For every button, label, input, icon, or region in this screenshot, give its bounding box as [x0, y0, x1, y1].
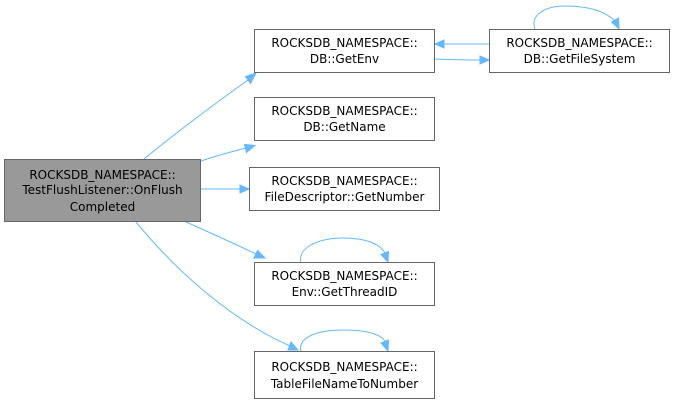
node-testflushlistener-onflushcompleted-label-line1: ROCKSDB_NAMESPACE:: — [29, 168, 175, 182]
node-filedescriptor-getnumber-label-line2: FileDescriptor::GetNumber — [265, 190, 425, 204]
edge-onflush-to-tablefilenametonumber — [135, 221, 291, 347]
edge-onflush-to-getenv — [143, 79, 249, 160]
node-db-getenv-label-line2: DB::GetEnv — [310, 52, 379, 66]
node-db-getenv-box — [254, 29, 435, 73]
edge-onflush-to-getthreadid-arrowhead — [253, 249, 267, 259]
edge-getfilesystem-self-loop-arrowhead — [610, 17, 620, 31]
edge-getthreadid-self-loop-arrowhead — [380, 250, 390, 264]
node-filedescriptor-getnumber-label-line1: ROCKSDB_NAMESPACE:: — [271, 174, 417, 188]
edge-getfilesystem-self-loop — [533, 5, 616, 30]
edge-onflush-to-getnumber-arrowhead — [239, 184, 251, 194]
node-tablefilenametonumber[interactable]: ROCKSDB_NAMESPACE:: TableFileNameToNumbe… — [254, 351, 435, 399]
edge-getenv-to-getfilesystem — [434, 58, 482, 61]
node-testflushlistener-onflushcompleted-box — [4, 159, 201, 222]
node-db-getfilesystem-box — [489, 29, 670, 73]
edge-onflush-to-tablefilenametonumber-arrowhead — [287, 341, 300, 351]
node-db-getfilesystem[interactable]: ROCKSDB_NAMESPACE:: DB::GetFileSystem — [489, 29, 670, 73]
edge-getfilesystem-to-getenv-arrowhead — [433, 39, 445, 49]
node-env-getthreadid-label-line1: ROCKSDB_NAMESPACE:: — [271, 269, 417, 283]
node-env-getthreadid[interactable]: ROCKSDB_NAMESPACE:: Env::GetThreadID — [254, 262, 435, 306]
node-db-getname[interactable]: ROCKSDB_NAMESPACE:: DB::GetName — [254, 97, 435, 141]
edge-tablefilenametonumber-self-loop — [300, 329, 386, 353]
node-db-getname-label-line2: DB::GetName — [303, 120, 385, 134]
node-testflushlistener-onflushcompleted[interactable]: ROCKSDB_NAMESPACE:: TestFlushListener::O… — [4, 159, 201, 222]
node-tablefilenametonumber-box — [254, 351, 435, 399]
edges — [135, 5, 620, 353]
edge-onflush-to-getname — [200, 147, 247, 162]
edge-getthreadid-self-loop — [300, 237, 386, 264]
node-db-getname-label-line1: ROCKSDB_NAMESPACE:: — [271, 104, 417, 118]
node-db-getenv-label-line1: ROCKSDB_NAMESPACE:: — [271, 36, 417, 50]
edge-getenv-to-getfilesystem-arrowhead — [479, 55, 491, 65]
node-db-getfilesystem-label-line2: DB::GetFileSystem — [524, 52, 636, 66]
node-env-getthreadid-box — [254, 262, 435, 306]
edge-onflush-to-getname-arrowhead — [243, 143, 257, 154]
node-env-getthreadid-label-line2: Env::GetThreadID — [292, 285, 398, 299]
node-tablefilenametonumber-label-line1: ROCKSDB_NAMESPACE:: — [271, 360, 417, 374]
edge-onflush-to-getthreadid — [185, 221, 257, 255]
node-testflushlistener-onflushcompleted-label-line2: TestFlushListener::OnFlush — [21, 183, 182, 197]
node-db-getenv[interactable]: ROCKSDB_NAMESPACE:: DB::GetEnv — [254, 29, 435, 73]
node-db-getfilesystem-label-line1: ROCKSDB_NAMESPACE:: — [506, 36, 652, 50]
node-filedescriptor-getnumber-box — [249, 167, 440, 211]
node-filedescriptor-getnumber[interactable]: ROCKSDB_NAMESPACE:: FileDescriptor::GetN… — [249, 167, 440, 211]
node-db-getname-box — [254, 97, 435, 141]
node-tablefilenametonumber-label-line2: TableFileNameToNumber — [270, 377, 418, 391]
edge-onflush-to-getenv-arrowhead — [244, 72, 258, 85]
edge-tablefilenametonumber-self-loop-arrowhead — [380, 339, 390, 353]
node-testflushlistener-onflushcompleted-label-line3: Completed — [70, 200, 135, 214]
